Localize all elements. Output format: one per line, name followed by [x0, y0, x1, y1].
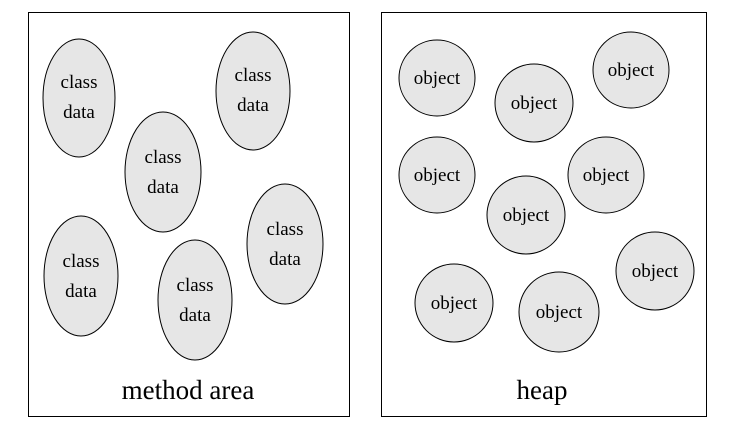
class-data-label-line1: class [63, 251, 100, 272]
object-ellipse [486, 175, 566, 255]
object-ellipse [567, 136, 645, 214]
class-data-label-line2: data [147, 177, 179, 198]
class-data-ellipse [124, 111, 202, 233]
class-data-label-line1: class [177, 275, 214, 296]
class-data-label-line2: data [237, 95, 269, 116]
object-ellipse [615, 231, 695, 311]
class-data-label-line1: class [145, 147, 182, 168]
object-node: object [615, 231, 695, 311]
method-area-label: method area [122, 375, 255, 405]
object-label: object [414, 68, 461, 89]
object-node: object [494, 63, 574, 143]
object-label: object [608, 60, 655, 81]
object-label: object [503, 205, 550, 226]
object-ellipse [592, 31, 670, 109]
class-data-node: class data [215, 31, 291, 151]
object-label: object [632, 261, 679, 282]
heap-label: heap [517, 375, 568, 405]
object-label: object [583, 165, 630, 186]
class-data-label-line1: class [235, 65, 272, 86]
object-node: object [592, 31, 670, 109]
object-label: object [414, 165, 461, 186]
object-ellipse [414, 263, 494, 343]
class-data-node: class data [246, 183, 324, 305]
class-data-node: class data [42, 38, 116, 158]
object-node: object [567, 136, 645, 214]
class-data-ellipse [215, 31, 291, 151]
class-data-label-line1: class [267, 219, 304, 240]
object-node: object [398, 39, 476, 117]
class-data-label-line1: class [61, 72, 98, 93]
class-data-label-line2: data [63, 102, 95, 123]
object-ellipse [398, 136, 476, 214]
object-label: object [511, 93, 558, 114]
class-data-ellipse [43, 215, 119, 337]
class-data-node: class data [43, 215, 119, 337]
class-data-node: class data [157, 239, 233, 361]
heap-panel: object object object object object objec… [381, 12, 707, 417]
object-node: object [518, 271, 600, 353]
object-node: object [486, 175, 566, 255]
object-node: object [414, 263, 494, 343]
object-ellipse [518, 271, 600, 353]
class-data-label-line2: data [269, 249, 301, 270]
object-label: object [431, 293, 478, 314]
class-data-ellipse [246, 183, 324, 305]
method-area-panel: class data class data class data class d… [28, 12, 350, 417]
object-ellipse [398, 39, 476, 117]
class-data-label-line2: data [65, 281, 97, 302]
object-ellipse [494, 63, 574, 143]
class-data-label-line2: data [179, 305, 211, 326]
class-data-ellipse [157, 239, 233, 361]
object-node: object [398, 136, 476, 214]
class-data-ellipse [42, 38, 116, 158]
class-data-node: class data [124, 111, 202, 233]
object-label: object [536, 302, 583, 323]
